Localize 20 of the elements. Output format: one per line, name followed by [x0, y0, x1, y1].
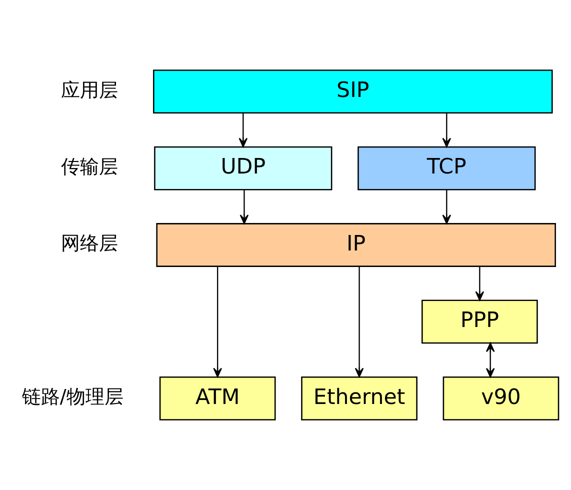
node-box: PPP: [422, 300, 538, 344]
arrow: [354, 266, 364, 378]
node-box: v90: [442, 376, 560, 420]
arrow: [475, 266, 484, 301]
arrow: [486, 342, 495, 378]
label: 应用层: [61, 78, 118, 102]
label: 网络层: [61, 232, 118, 255]
node-box: IP: [156, 223, 556, 267]
node-box: ATM: [159, 376, 276, 420]
arrow: [213, 266, 222, 378]
arrow: [240, 190, 249, 224]
arrow: [442, 190, 452, 224]
node-box: TCP: [358, 146, 536, 190]
node-box: Ethernet: [301, 376, 418, 420]
arrow: [442, 112, 452, 148]
label: 链路/物理层: [22, 385, 124, 408]
arrow: [238, 112, 248, 148]
label: 传输层: [61, 154, 118, 178]
node-box: UDP: [154, 146, 332, 190]
node-box: SIP: [153, 70, 553, 114]
